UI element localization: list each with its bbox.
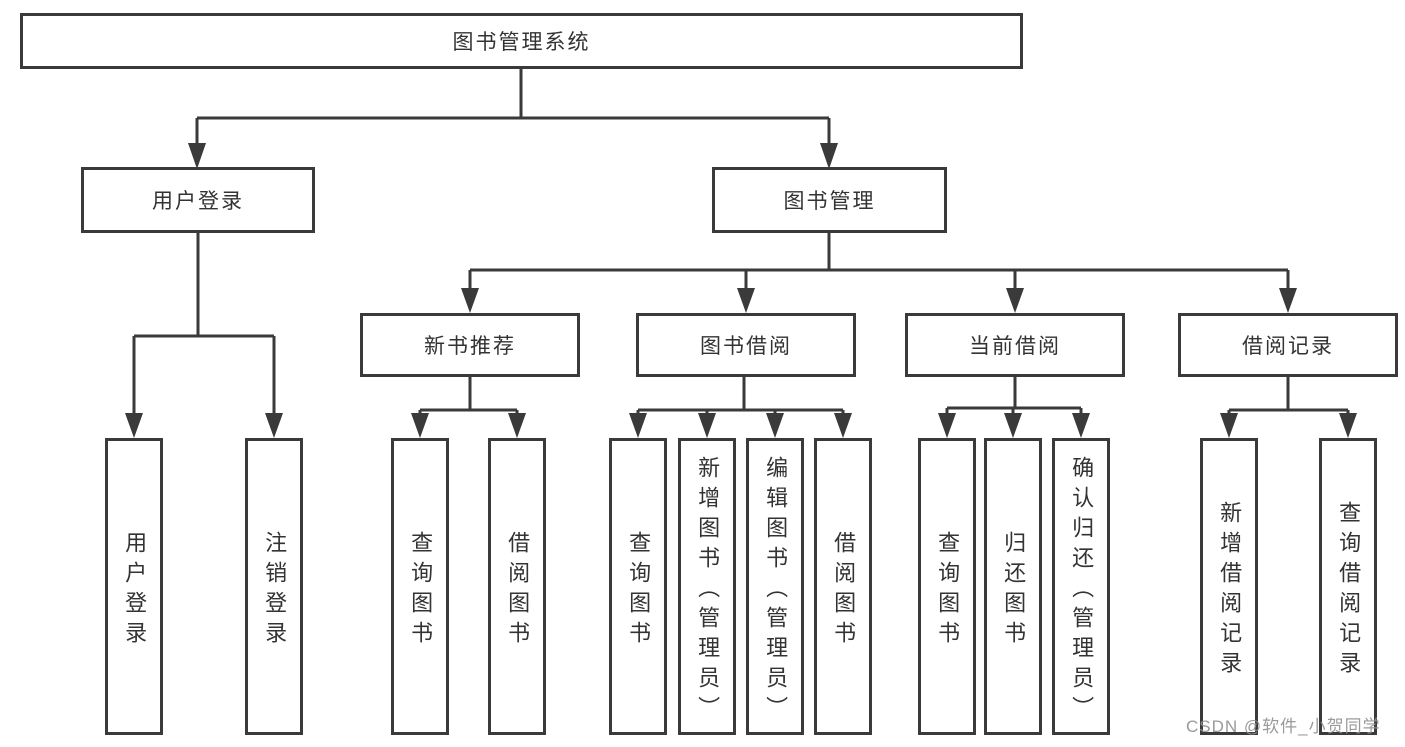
node-label: 查询图书 — [408, 530, 434, 651]
node-label: 确认归还（管理员） — [1069, 455, 1095, 726]
node-current-borrowing: 当前借阅 — [905, 313, 1125, 377]
node-book-management: 图书管理 — [712, 167, 947, 233]
node-new-book-recommendation: 新书推荐 — [360, 313, 580, 377]
node-label: 查询图书 — [935, 530, 961, 651]
node-label: 借阅记录 — [1242, 335, 1334, 358]
leaf-confirm-return-admin: 确认归还（管理员） — [1052, 438, 1110, 735]
node-label: 当前借阅 — [969, 335, 1061, 358]
node-library-management-system: 图书管理系统 — [20, 13, 1023, 69]
node-label: 归还图书 — [1001, 530, 1027, 651]
leaf-query-book-current: 查询图书 — [918, 438, 976, 735]
node-book-borrowing: 图书借阅 — [636, 313, 856, 377]
leaf-edit-book-admin: 编辑图书（管理员） — [746, 438, 804, 735]
leaf-return-book: 归还图书 — [984, 438, 1042, 735]
leaf-borrow-book: 借阅图书 — [814, 438, 872, 735]
node-label: 新增借阅记录 — [1217, 500, 1243, 681]
leaf-user-login: 用户登录 — [105, 438, 163, 735]
leaf-query-book-borrowing: 查询图书 — [609, 438, 667, 735]
leaf-query-borrow-record: 查询借阅记录 — [1319, 438, 1377, 735]
node-label: 编辑图书（管理员） — [763, 455, 789, 726]
node-label: 用户登录 — [122, 530, 148, 651]
node-label: 借阅图书 — [505, 530, 531, 651]
leaf-query-book-recommend: 查询图书 — [391, 438, 449, 735]
node-label: 图书借阅 — [700, 335, 792, 358]
node-user-login: 用户登录 — [81, 167, 315, 233]
node-label: 查询借阅记录 — [1336, 500, 1362, 681]
node-label: 用户登录 — [152, 190, 244, 213]
node-label: 借阅图书 — [831, 530, 857, 651]
node-borrowing-records: 借阅记录 — [1178, 313, 1398, 377]
node-label: 图书管理系统 — [452, 31, 591, 54]
node-label: 查询图书 — [626, 530, 652, 651]
node-label: 新增图书（管理员） — [695, 455, 721, 726]
leaf-borrow-book-recommend: 借阅图书 — [488, 438, 546, 735]
node-label: 注销登录 — [262, 530, 288, 651]
leaf-add-borrow-record: 新增借阅记录 — [1200, 438, 1258, 735]
node-label: 图书管理 — [783, 190, 876, 213]
leaf-add-book-admin: 新增图书（管理员） — [678, 438, 736, 735]
watermark: CSDN @软件_小贺同学 — [1186, 717, 1381, 736]
leaf-logout: 注销登录 — [245, 438, 303, 735]
node-label: 新书推荐 — [424, 335, 516, 358]
